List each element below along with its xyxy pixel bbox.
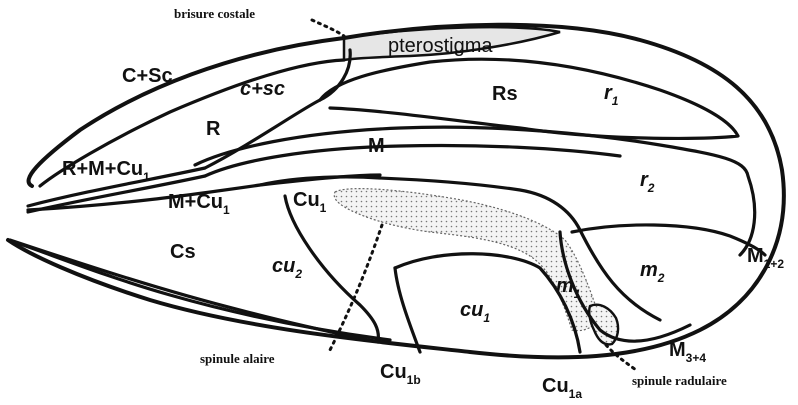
- vein-rs: [320, 59, 738, 138]
- label-m3-4: M3+4: [669, 339, 706, 365]
- leader-spinule-radulaire: [606, 345, 636, 370]
- label-cu1b: Cu1b: [380, 361, 421, 387]
- annotation-spinule-radulaire: spinule radulaire: [632, 373, 727, 388]
- label-m1-2: M1+2: [747, 245, 784, 271]
- label-m2: m2: [640, 259, 665, 285]
- annotation-brisure-costale: brisure costale: [174, 6, 255, 21]
- label-r2: r2: [640, 169, 655, 195]
- label-r: R: [206, 118, 221, 140]
- label-m: M: [368, 135, 385, 157]
- label-r-m-cu1: R+M+Cu1: [62, 158, 150, 184]
- label-cu1a: Cu1a: [542, 375, 582, 401]
- label-cu2: cu2: [272, 255, 302, 281]
- label-m-cu1: M+Cu1: [168, 191, 230, 217]
- label-pterostigma: pterostigma: [388, 35, 493, 57]
- label-cu1: Cu1: [293, 189, 327, 215]
- label-c-sc-cell: c+sc: [240, 78, 285, 100]
- annotation-spinule-alaire: spinule alaire: [200, 351, 275, 366]
- vein-m1-2: [572, 225, 765, 255]
- label-cu1-cell: cu1: [460, 299, 490, 325]
- label-c-sc: C+Sc: [122, 65, 173, 87]
- label-r1: r1: [604, 82, 619, 108]
- label-rs: Rs: [492, 83, 518, 105]
- label-cs: Cs: [170, 241, 196, 263]
- leader-brisure-costale: [312, 20, 344, 36]
